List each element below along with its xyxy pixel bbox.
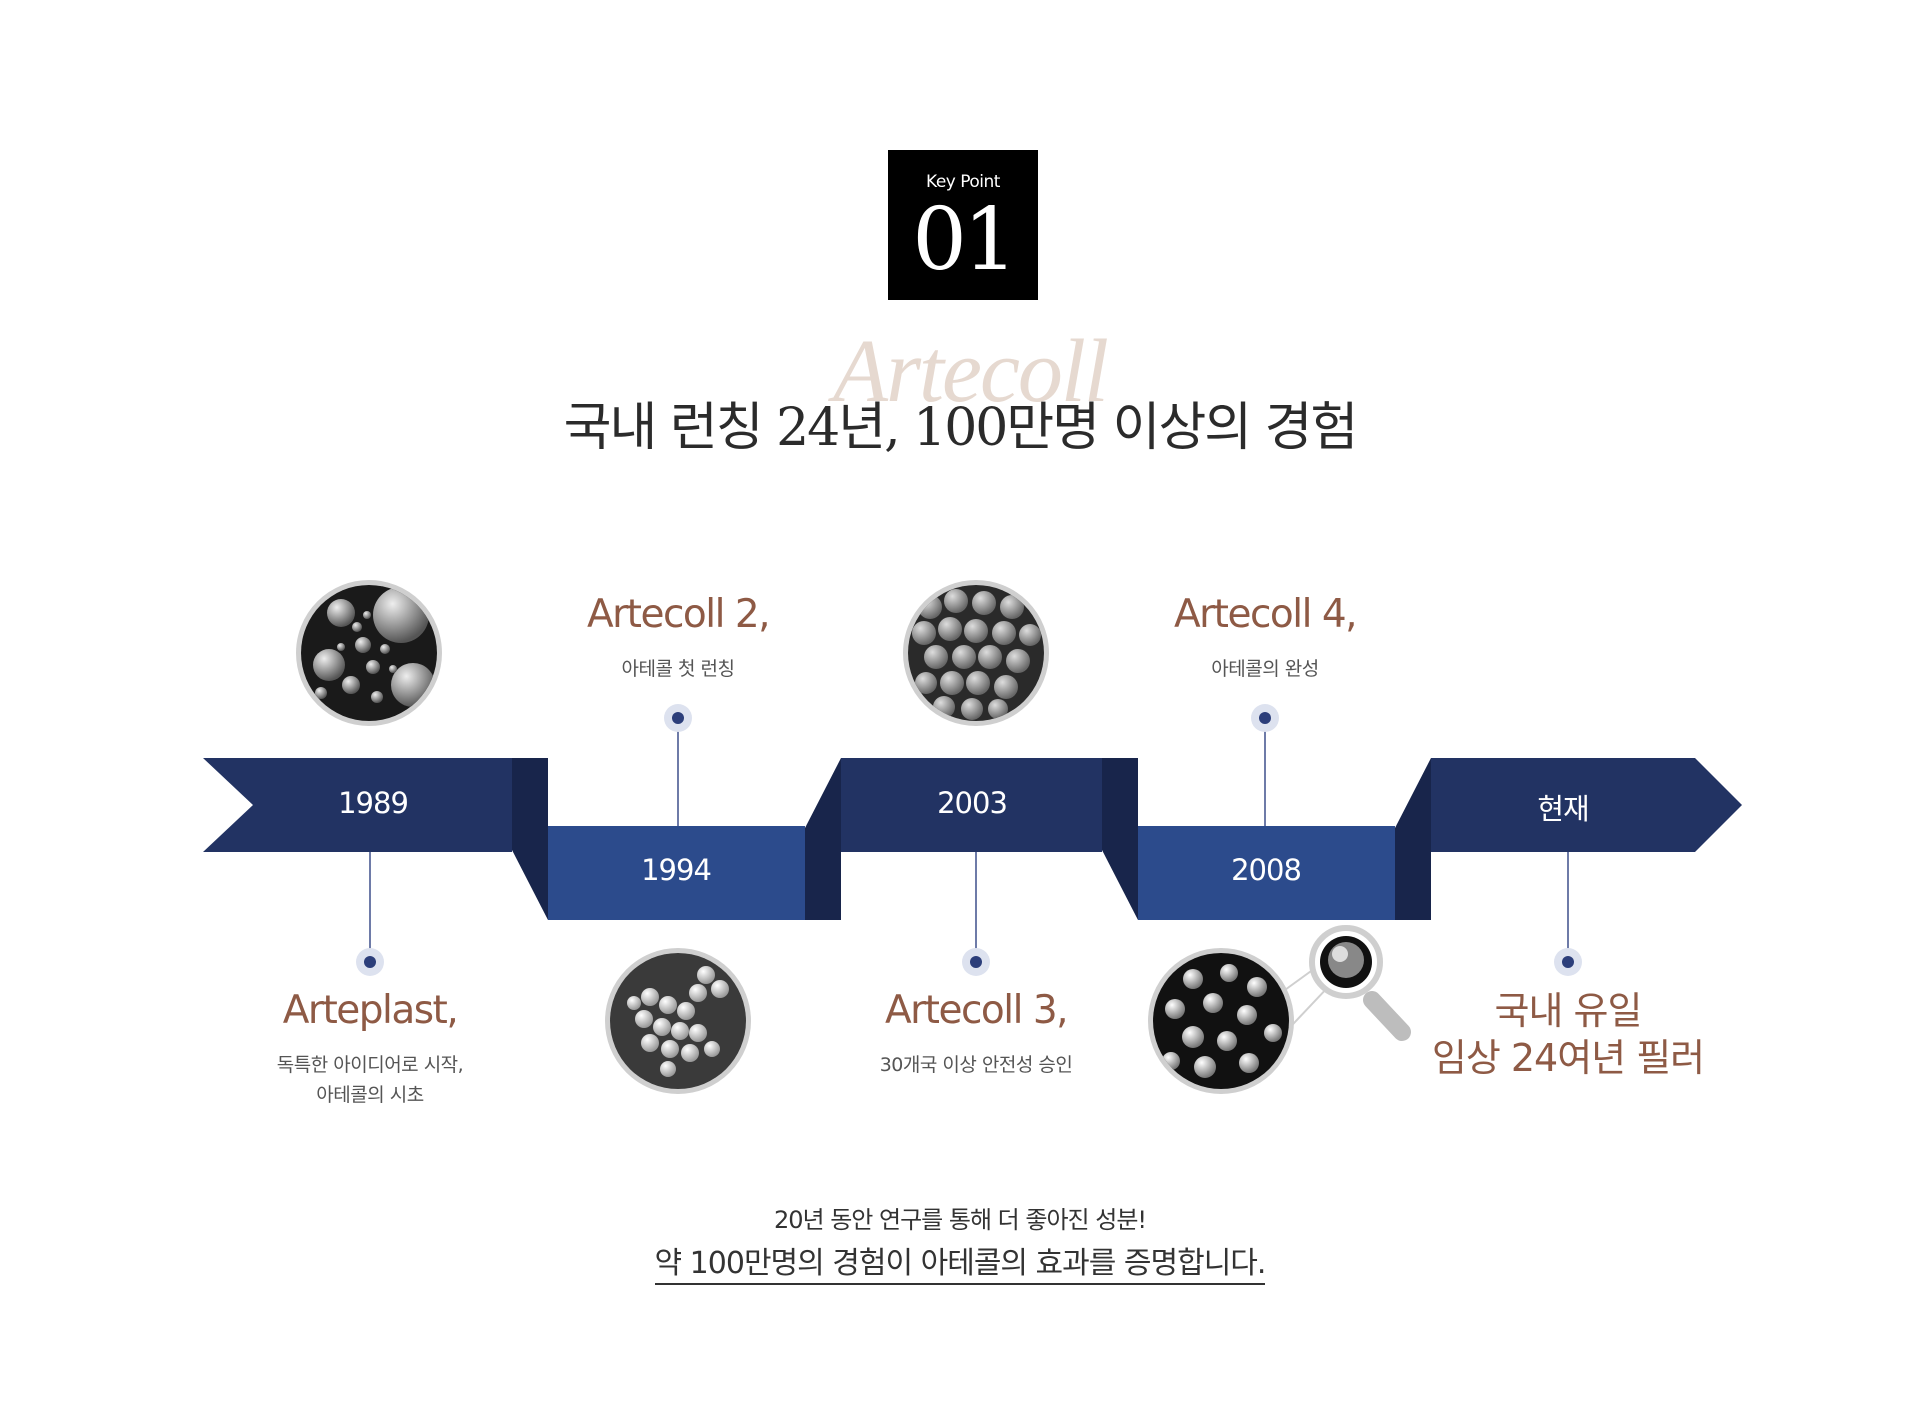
milestone-title-2008: Artecoll 4, <box>1173 592 1358 637</box>
key-point-badge: Key Point 01 <box>888 150 1038 300</box>
key-point-number: 01 <box>912 190 1017 290</box>
timeline-dot <box>1554 948 1582 976</box>
footer-statement: 약 100만명의 경험이 아테콜의 효과를 증명합니다. <box>560 1238 1360 1285</box>
timeline-dot <box>1251 704 1279 732</box>
milestone-desc-1989: 독특한 아이디어로 시작, 아테콜의 시초 <box>220 1050 520 1110</box>
year-label-2003: 2003 <box>937 786 1008 820</box>
microsphere-image <box>903 580 1049 726</box>
microsphere-image <box>605 948 751 1094</box>
milestone-desc-line: 아테콜의 완성 <box>1211 658 1319 680</box>
band-fold <box>1395 758 1431 920</box>
timeline-dot <box>962 948 990 976</box>
band-fold <box>805 758 841 920</box>
footer-statement-text: 약 100만명의 경험이 아테콜의 효과를 증명합니다. <box>654 1246 1266 1285</box>
milestone-desc-1994: 아테콜 첫 런칭 <box>528 654 828 684</box>
microsphere-image <box>1148 948 1294 1094</box>
milestone-desc-2008: 아테콜의 완성 <box>1115 654 1415 684</box>
milestone-desc-line: 아테콜의 시초 <box>316 1084 424 1106</box>
band-segment-2008 <box>1138 826 1395 920</box>
background-script-text: Artecoll <box>833 322 1109 421</box>
milestone-desc-line: 독특한 아이디어로 시작, <box>276 1054 464 1076</box>
year-label-1994: 1994 <box>641 853 712 887</box>
page-title: 국내 런칭 24년, 100만명 이상의 경험 <box>563 398 1359 458</box>
milestone-title-now: 국내 유일 임상 24여년 필러 <box>1398 988 1738 1082</box>
key-point-label: Key Point <box>926 172 1000 192</box>
year-label-1989: 1989 <box>338 786 409 820</box>
milestone-title-line: 임상 24여년 필러 <box>1431 1036 1705 1080</box>
milestone-desc-2003: 30개국 이상 안전성 승인 <box>826 1050 1126 1080</box>
band-segment-now <box>1431 758 1742 852</box>
timeline-dot <box>664 704 692 732</box>
milestone-desc-line: 30개국 이상 안전성 승인 <box>879 1054 1073 1076</box>
year-label-now: 현재 <box>1537 792 1589 826</box>
band-fold <box>1102 758 1138 920</box>
footer-subtitle: 20년 동안 연구를 통해 더 좋아진 성분! <box>773 1206 1147 1234</box>
band-segment-2003 <box>841 758 1102 852</box>
milestone-title-line: 국내 유일 <box>1494 989 1643 1033</box>
year-label-2008: 2008 <box>1231 853 1302 887</box>
band-segment-1994 <box>548 826 805 920</box>
band-segment-1989 <box>203 758 512 852</box>
milestone-title-2003: Artecoll 3, <box>884 988 1069 1033</box>
magnifier-icon <box>1277 925 1411 1041</box>
timeline-dot <box>356 948 384 976</box>
band-fold <box>512 758 548 920</box>
milestone-title-1989: Arteplast, <box>282 988 459 1033</box>
milestone-desc-line: 아테콜 첫 런칭 <box>621 658 735 680</box>
milestone-title-1994: Artecoll 2, <box>586 592 771 637</box>
microsphere-image <box>296 580 442 726</box>
